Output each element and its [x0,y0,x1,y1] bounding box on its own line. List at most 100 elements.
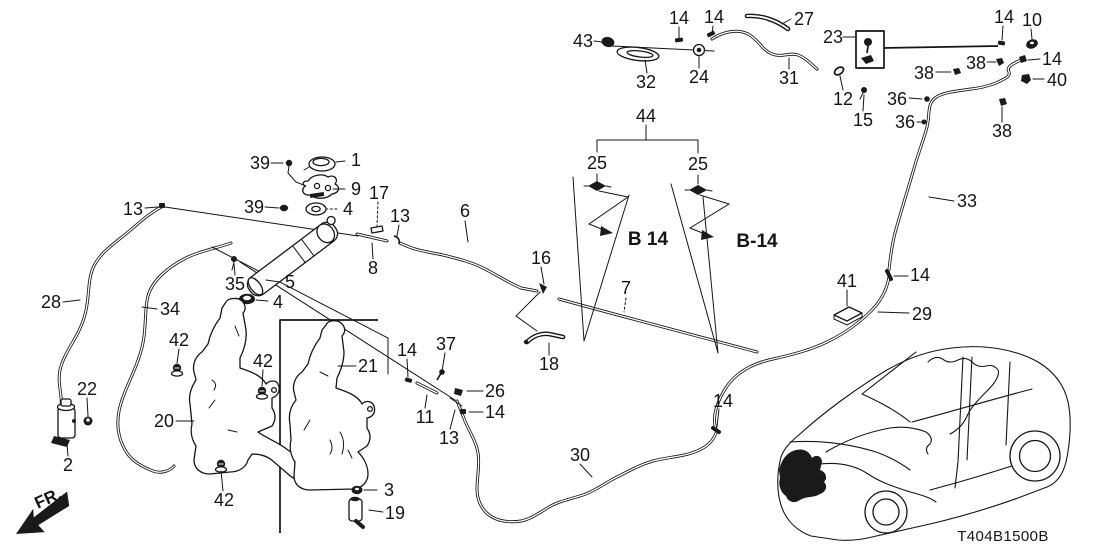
callout-35: 35 [225,274,245,294]
fr-arrow-icon [16,491,70,534]
car-washer-tube-roof [927,356,1000,435]
bolt-42a-icon [170,363,184,377]
callout-6: 6 [460,201,470,221]
callout-10: 10 [1022,10,1042,30]
grommet-24-icon [692,43,706,57]
grommet-4a-icon [305,202,327,216]
car-b-pillar [957,356,973,463]
callout-37: 37 [436,334,456,354]
fitting-40-icon [1021,74,1031,84]
callout-18: 18 [539,354,559,374]
car-door-edge [1005,361,1011,446]
callout-9: 9 [351,179,361,199]
screw-35-icon [231,256,237,271]
clip-13b-icon [393,235,401,245]
grommet-43-icon [601,36,615,48]
callout-30: 30 [570,445,590,465]
clip-14d-icon [1019,55,1027,63]
callout-labels: 43 32 14 24 14 27 31 23 12 15 44 14 10 3… [41,7,1067,523]
tank-21 [288,320,376,491]
callout-28: 28 [41,292,61,312]
car-illustration [777,346,1071,541]
callout-23: 23 [823,27,843,47]
callout-14d: 14 [1042,49,1062,69]
callout-13b: 13 [390,206,410,226]
callout-42c: 42 [214,490,234,510]
callout-31: 31 [779,68,799,88]
line-16-to-18 [515,291,541,332]
ref-box-23-leader [883,45,999,49]
callout-14g: 14 [397,340,417,360]
grommet-3-icon [351,485,363,495]
clip-36a-icon [924,96,930,102]
diagram-code: T404B1500B [957,528,1049,545]
tube-29 [713,275,891,431]
grommet-39b-icon [279,204,289,212]
callout-8: 8 [368,258,378,278]
callout-13a: 13 [123,199,143,219]
callout-25a: 25 [587,153,607,173]
callout-34: 34 [160,299,180,319]
spray-wedge-left [572,176,630,342]
clip-36b-icon [921,119,927,125]
grommet-10-icon [1026,39,1038,49]
washer-pump-icon [51,398,76,447]
callout-16: 16 [531,248,551,268]
callout-27: 27 [794,9,814,29]
fr-direction-indicator: FR. [16,484,70,534]
ring-12-icon [833,66,845,76]
car-front-wheel [864,490,908,534]
screw-39a-icon [285,159,307,187]
car-cowl-line [861,393,911,423]
callout-44: 44 [636,106,656,126]
callout-19: 19 [385,503,405,523]
callout-7: 7 [621,278,631,298]
callout-12: 12 [833,89,853,109]
zigzag-arrow-right [688,194,731,235]
callout-4b: 4 [273,292,283,312]
car-a-pillar [861,351,917,395]
car-rear-wheel [1009,430,1061,482]
joint-17-icon [370,225,384,234]
car-washer-tube-front [779,449,827,503]
clip-13a-icon [159,203,165,208]
screw-15-icon [859,87,867,100]
callout-14h: 14 [485,402,505,422]
callout-22: 22 [77,379,97,399]
clip-14c-icon [997,40,1006,46]
callout-2: 2 [63,455,73,475]
callout-15: 15 [853,110,873,130]
callout-14b: 14 [704,7,724,27]
washer-jet-5-icon [246,215,339,297]
right-cluster-parts [833,39,1038,326]
callout-38b: 38 [914,63,934,83]
callout-14a: 14 [669,8,689,28]
callout-21: 21 [358,356,378,376]
callout-32: 32 [636,72,656,92]
elbow-26-icon [454,388,463,396]
callout-3: 3 [384,480,394,500]
clip-14b-icon [706,30,716,38]
car-washer-tube-hood [819,462,937,503]
callout-29: 29 [912,304,932,324]
clip-14g-icon [404,377,413,383]
callout-43: 43 [573,31,593,51]
clip-14h-icon [460,409,466,414]
callout-39a: 39 [250,153,270,173]
grommet-22-icon [83,416,93,426]
callout-41: 41 [837,271,857,291]
car-beltline [911,388,1033,423]
callout-13c: 13 [439,428,459,448]
callout-1: 1 [351,150,361,170]
callout-5: 5 [285,272,295,292]
screw-37-icon [436,369,445,381]
callout-26: 26 [485,381,505,401]
clip-38b-icon [953,68,961,75]
callout-14e: 14 [910,265,930,285]
clip-14e-icon [885,269,893,281]
leader-lines [62,18,1045,513]
car-body-outline [777,346,1071,541]
reservoir-tanks [170,297,376,529]
